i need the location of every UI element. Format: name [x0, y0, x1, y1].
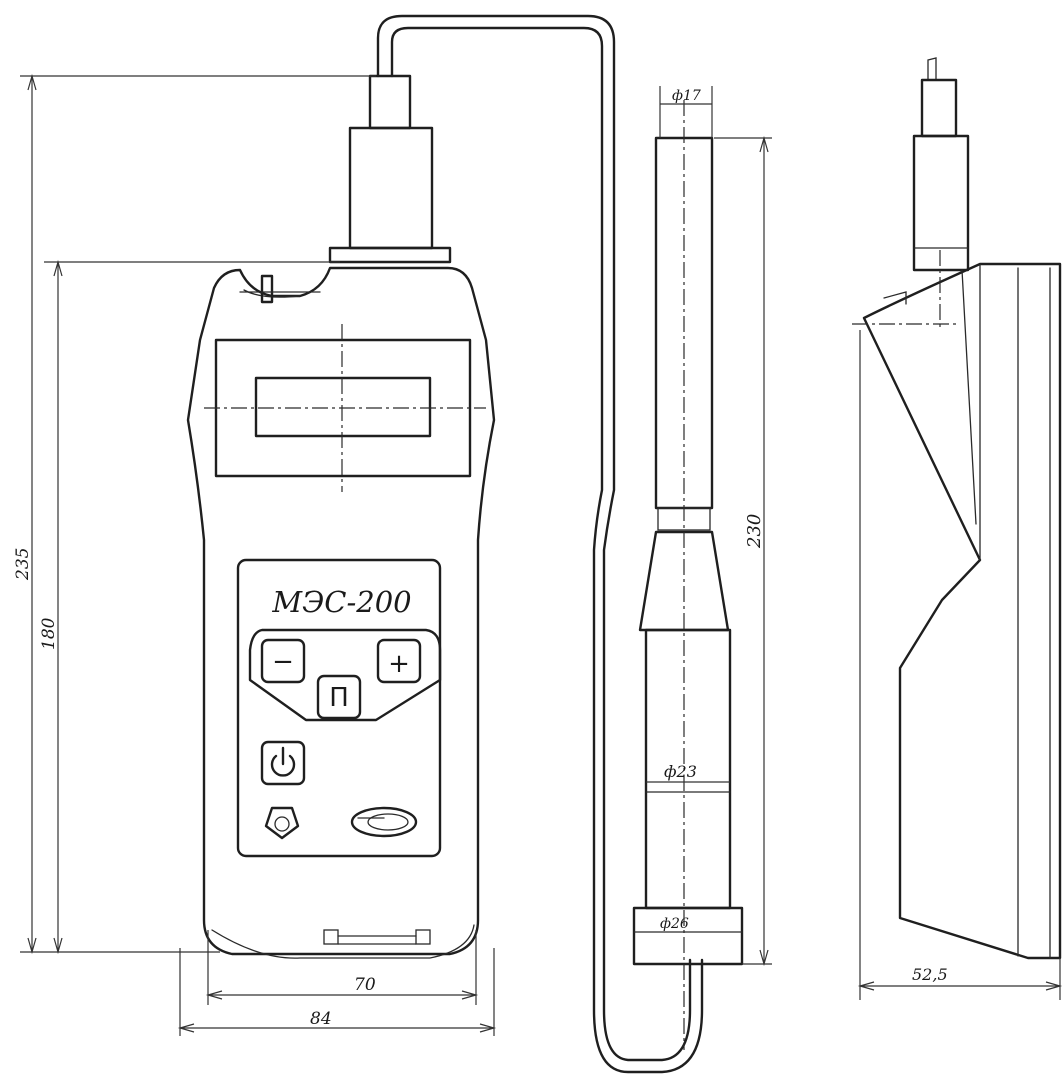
dim-label-235: 235: [13, 548, 33, 581]
dim-label-180: 180: [39, 617, 59, 650]
dim-label-probe-mid: ф23: [664, 762, 697, 781]
top-screw: [260, 274, 274, 304]
socket-base: [328, 246, 452, 264]
indicator-led-icon: [274, 816, 290, 832]
bottom-foot-right: [415, 929, 431, 945]
power-key: [260, 740, 306, 786]
side-body-outline: [862, 262, 1062, 960]
dim-label-depth: 52,5: [912, 965, 948, 984]
plus-key-label: +: [388, 649, 410, 679]
meter-side-view: 52,5: [852, 57, 1063, 1000]
side-socket: [912, 134, 970, 272]
dim-label-probe-top: ф17: [672, 88, 701, 104]
indicator-pentagon: [264, 806, 300, 840]
side-connector: [920, 78, 958, 138]
bottom-foot-left: [323, 929, 339, 945]
dim-label-84: 84: [310, 1009, 332, 1029]
probe-cable: [376, 14, 704, 1074]
plus-key: [376, 638, 422, 684]
minus-key-label: −: [272, 647, 294, 677]
power-icon: [270, 746, 296, 777]
menu-key: [316, 674, 362, 720]
dim-label-230: 230: [744, 514, 765, 549]
probe-view: ф17 230 ф23 ф26: [632, 86, 772, 1050]
indicator-oval: [350, 806, 418, 838]
minus-key: [260, 638, 306, 684]
front-dimensions: 235 180 70 84: [13, 73, 497, 1036]
meter-body-outline: [186, 266, 496, 956]
menu-key-label: П: [329, 683, 349, 713]
brand-label: МЭС-200: [271, 585, 411, 619]
cable-connector: [368, 74, 412, 130]
lcd-screen: [254, 376, 432, 438]
probe-base: [632, 906, 744, 966]
dim-label-probe-base: ф26: [660, 916, 689, 932]
keypad-panel: [236, 558, 442, 858]
meter-front-view: МЭС-200 − + П: [186, 74, 496, 959]
key-cluster: [248, 628, 442, 722]
dim-label-70: 70: [354, 975, 376, 995]
probe-socket: [348, 126, 434, 250]
